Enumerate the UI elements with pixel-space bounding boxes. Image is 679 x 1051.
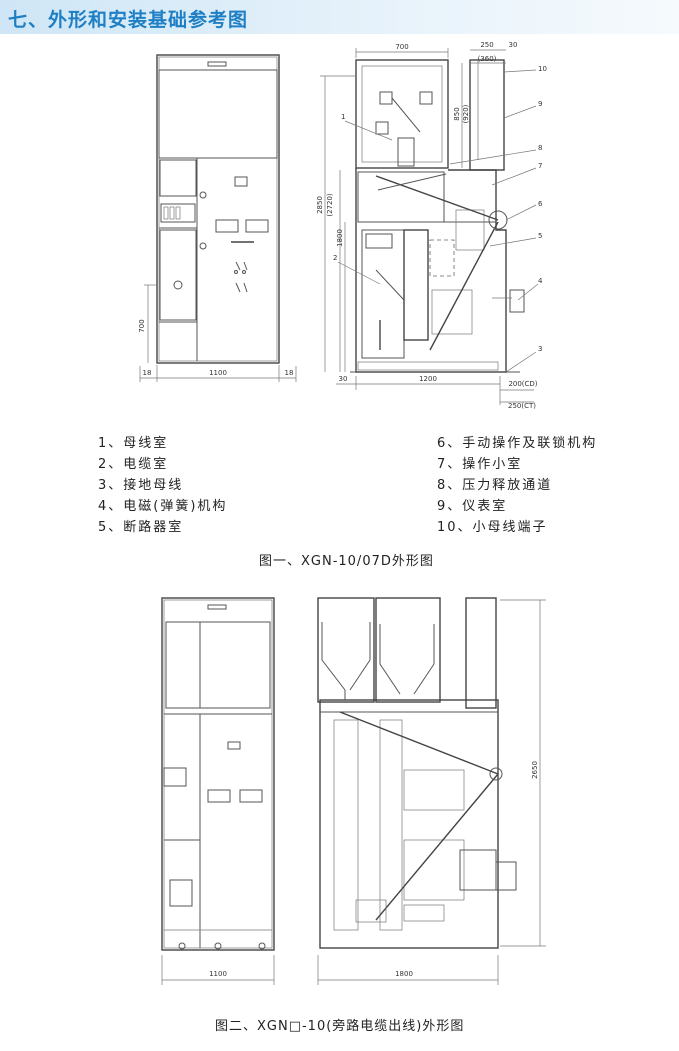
fig1-dim-top-width: 700 xyxy=(395,43,408,51)
fig2-front-view xyxy=(161,597,275,985)
callout-6: 6 xyxy=(538,200,543,208)
fig1-front-view xyxy=(139,54,297,382)
fig1-side-view xyxy=(320,48,539,405)
callout-8: 8 xyxy=(538,144,542,152)
callout-1: 1 xyxy=(341,113,345,121)
fig1-dim-side-left: 18 xyxy=(143,369,152,377)
fig2-dim-side-width: 1800 xyxy=(395,970,413,978)
legend-item-6: 6、手动操作及联锁机构 xyxy=(437,436,598,451)
fig1-dim-bottom-height: 700 xyxy=(138,319,146,332)
legend-item-3: 3、接地母线 xyxy=(98,478,184,493)
callout-7: 7 xyxy=(538,162,542,170)
section-header: 七、外形和安装基础参考图 xyxy=(0,0,679,34)
callout-3: 3 xyxy=(538,345,542,353)
legend-right: 6、手动操作及联锁机构 7、操作小室 8、压力释放通道 9、仪表室 10、小母线… xyxy=(437,432,597,537)
legend-item-1: 1、母线室 xyxy=(98,436,169,451)
fig1-dim-bottom-width: 1200 xyxy=(419,375,437,383)
callout-2: 2 xyxy=(333,254,337,262)
fig2-dim-front-width: 1100 xyxy=(209,970,227,978)
fig1-dim-cd: 200(CD) xyxy=(508,380,537,388)
fig1-dim-front-width: 1100 xyxy=(209,369,227,377)
legend-left: 1、母线室 2、电缆室 3、接地母线 4、电磁(弹簧)机构 5、断路器室 xyxy=(98,432,227,537)
fig1-dim-meter-h: 850 xyxy=(453,107,461,120)
fig2-side-view xyxy=(317,597,546,985)
legend-item-4: 4、电磁(弹簧)机构 xyxy=(98,499,228,514)
fig1-dim-total-h: 2850 xyxy=(316,196,324,214)
fig1-dim-lower-h: 1800 xyxy=(336,229,344,247)
fig1-dim-total-h2: (2720) xyxy=(326,193,334,217)
fig1-dim-ct: 250(CT) xyxy=(508,402,536,410)
legend-item-5: 5、断路器室 xyxy=(98,520,184,535)
figure2-caption: 图二、XGN□-10(旁路电缆出线)外形图 xyxy=(215,1019,465,1034)
legend-item-9: 9、仪表室 xyxy=(437,499,508,514)
legend-item-8: 8、压力释放通道 xyxy=(437,478,553,493)
callout-10: 10 xyxy=(538,65,547,73)
callout-9: 9 xyxy=(538,100,542,108)
fig1-dim-top-right-a: 250 xyxy=(480,41,493,49)
fig2-dim-side-height: 2650 xyxy=(531,761,539,779)
legend-item-2: 2、电缆室 xyxy=(98,457,169,472)
fig1-dim-side-right: 18 xyxy=(285,369,294,377)
callout-4: 4 xyxy=(538,277,543,285)
callout-5: 5 xyxy=(538,232,542,240)
fig1-dim-top-right-c: (360) xyxy=(478,55,497,63)
fig1-dim-top-right-b: 30 xyxy=(509,41,518,49)
legend-item-10: 10、小母线端子 xyxy=(437,520,548,535)
section-title: 七、外形和安装基础参考图 xyxy=(8,9,249,31)
fig1-dim-bottom-left: 30 xyxy=(339,375,348,383)
legend-item-7: 7、操作小室 xyxy=(437,457,523,472)
figure1-caption: 图一、XGN-10/07D外形图 xyxy=(259,554,434,569)
fig1-dim-meter-h2: (920) xyxy=(462,104,470,123)
